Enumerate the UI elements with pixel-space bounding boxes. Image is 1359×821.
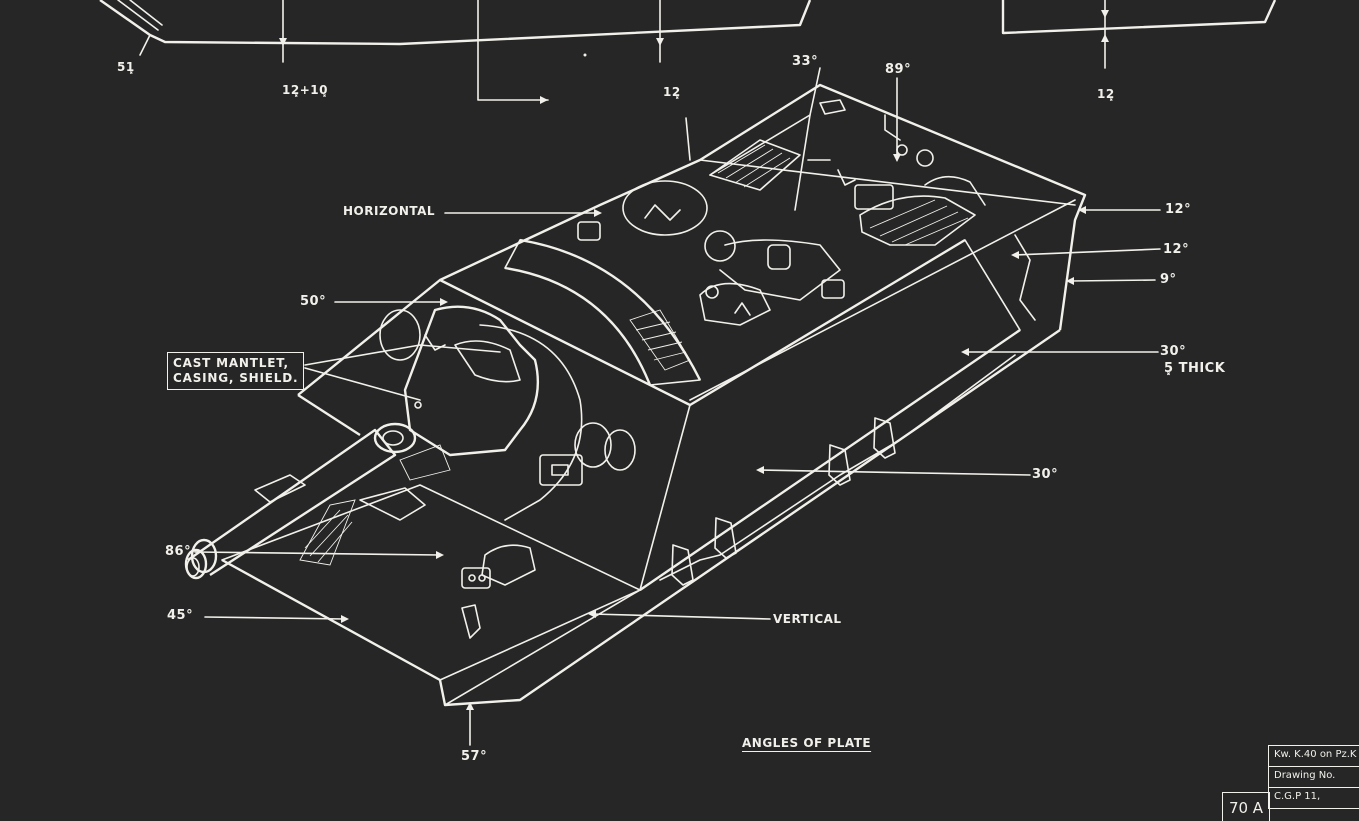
top-partial-view-right	[1001, 0, 1277, 69]
dim-label-12-10: 12͓+10͓	[282, 83, 328, 97]
dim-label-12-b: 12͓	[1097, 87, 1115, 101]
vertical-label: VERTICAL	[773, 612, 842, 626]
tank-hull	[221, 83, 1087, 707]
angle-label-57: 57°	[461, 749, 488, 764]
title-block: Kw. K.40 on Pz.K Drawing No. C.G.P 11,	[1268, 745, 1359, 809]
angle-label-86: 86°	[165, 544, 192, 559]
engine-deck	[685, 99, 986, 246]
horizontal-label: HORIZONTAL	[343, 204, 436, 218]
tow-hooks	[461, 417, 896, 639]
sheet-number: 70 A	[1222, 792, 1270, 821]
angle-label-33: 33°	[792, 54, 819, 69]
leader-lines	[194, 67, 1161, 746]
drawing-title: ANGLES OF PLATE	[742, 736, 872, 750]
dim-label-51: 51͓	[117, 60, 135, 74]
title-block-row-1: Kw. K.40 on Pz.K	[1269, 746, 1359, 767]
top-partial-view-left	[99, 0, 812, 104]
dim-label-12-a: 12͓	[663, 85, 681, 99]
angle-label-30-thick: 30°	[1160, 344, 1187, 359]
thickness-label: 5͓ THICK	[1164, 361, 1226, 376]
angle-label-12-b: 12°	[1163, 242, 1190, 257]
title-block-row-2: Drawing No.	[1269, 767, 1359, 788]
main-gun	[184, 422, 451, 580]
angle-label-50: 50°	[300, 294, 327, 309]
mantlet-callout: CAST MANTLET, CASING, SHIELD.	[167, 352, 305, 390]
angle-label-12-a: 12°	[1165, 202, 1192, 217]
angle-label-30-side: 30°	[1032, 467, 1059, 482]
mantlet-callout-line-2: CASING, SHIELD.	[173, 371, 299, 385]
angle-label-45: 45°	[167, 608, 194, 623]
gun-mantlet	[379, 305, 583, 521]
mantlet-callout-line-1: CAST MANTLET,	[173, 356, 289, 370]
angle-label-9: 9°	[1160, 272, 1177, 287]
title-block-row-3: C.G.P 11,	[1269, 788, 1359, 809]
angle-label-89: 89°	[885, 62, 912, 77]
